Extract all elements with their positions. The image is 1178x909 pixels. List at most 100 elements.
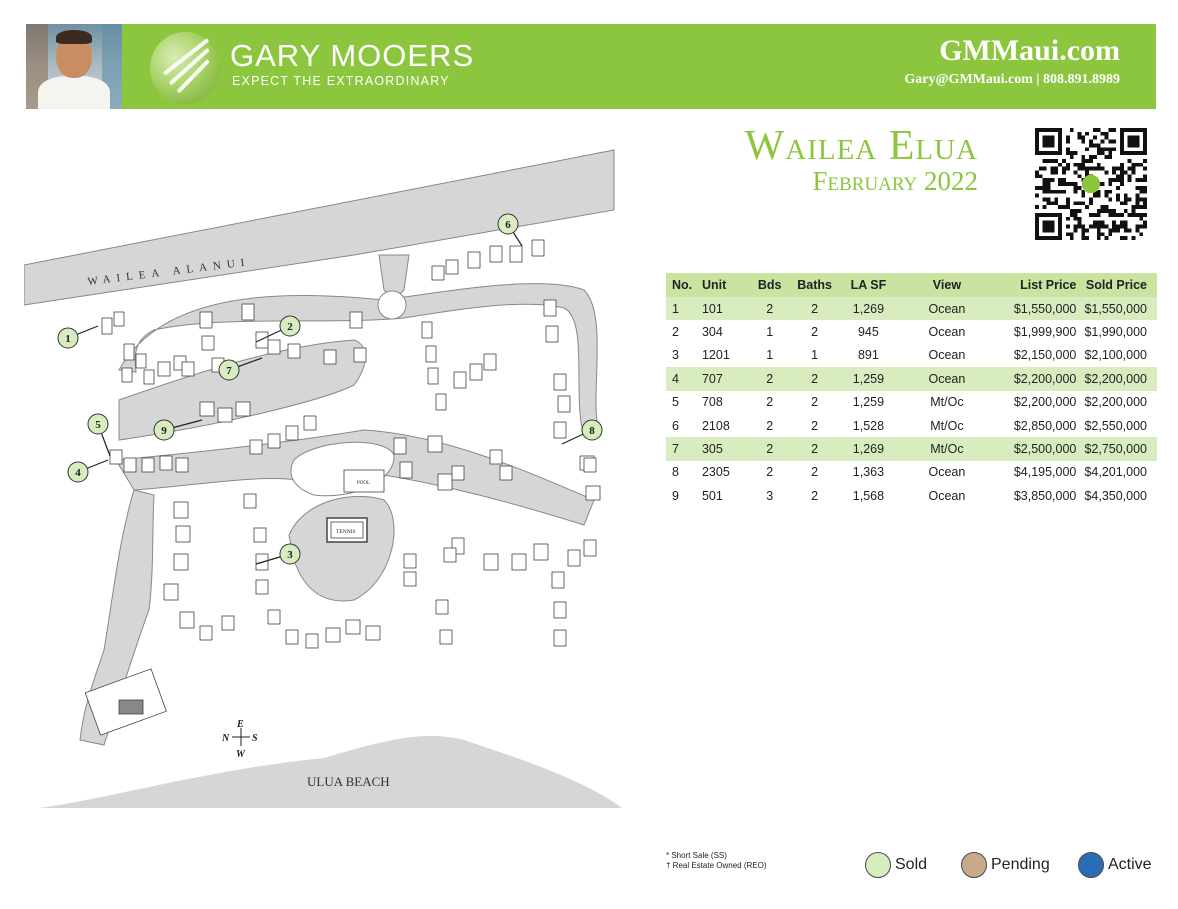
compass-icon: E N S W <box>221 719 258 760</box>
website-link[interactable]: GMMaui.com <box>939 34 1120 67</box>
map-marker-4[interactable]: 4 <box>67 459 109 483</box>
row-sold-price: $1,990,000 <box>1084 325 1147 340</box>
map-marker-5[interactable]: 5 <box>87 413 111 457</box>
row-baths: 2 <box>789 297 840 321</box>
row-la-sf: 1,269 <box>839 437 898 461</box>
row-bds: 2 <box>766 465 774 480</box>
row-la-sf: 1,568 <box>852 488 885 503</box>
compass-w: W <box>236 749 246 760</box>
row-list-price: $2,200,000 <box>996 367 1081 391</box>
map-marker-6[interactable]: 6 <box>497 213 523 247</box>
row-no: 9 <box>672 488 679 503</box>
note-reo: † Real Estate Owned (REO) <box>666 861 767 870</box>
row-unit: 708 <box>701 395 723 410</box>
row-no: 6 <box>672 418 679 433</box>
map-marker-7[interactable]: 7 <box>218 357 263 381</box>
col-sold-price: Sold Price <box>1080 273 1157 297</box>
legend-active-dot <box>1078 852 1104 878</box>
contact-info[interactable]: Gary@GMMaui.com | 808.891.8989 <box>904 72 1120 87</box>
row-sold-price: $2,550,000 <box>1084 418 1147 433</box>
row-view: Mt/Oc <box>897 437 997 461</box>
map-marker-label: 1 <box>65 333 71 345</box>
brand-tagline: EXPECT THE EXTRAORDINARY <box>232 74 450 88</box>
map-marker-3[interactable]: 3 <box>255 543 301 565</box>
row-list-price: $2,150,000 <box>1013 348 1077 363</box>
row-list-price: $2,500,000 <box>996 437 1081 461</box>
row-sold-price: $2,200,000 <box>1080 367 1157 391</box>
map-marker-label: 6 <box>505 219 511 231</box>
row-no: 5 <box>672 395 679 410</box>
row-baths: 2 <box>789 367 840 391</box>
row-bds: 2 <box>766 395 774 410</box>
map-marker-label: 4 <box>75 467 81 479</box>
row-unit: 101 <box>697 297 750 321</box>
legend-pending-label: Pending <box>991 856 1050 873</box>
row-no: 8 <box>672 465 679 480</box>
row-list-price: $4,195,000 <box>1013 465 1077 480</box>
row-la-sf: 1,259 <box>852 395 885 410</box>
internal-roads <box>79 254 600 746</box>
col-no: No. <box>666 273 698 297</box>
map-marker-1[interactable]: 1 <box>57 325 99 349</box>
row-list-price: $1,550,000 <box>996 297 1081 321</box>
row-baths: 2 <box>811 488 819 503</box>
row-sold-price: $2,100,000 <box>1084 348 1147 363</box>
map-marker-label: 7 <box>226 365 232 377</box>
community-map: WAILEA ALANUI POOL TENNIS ULUA BEACH E N… <box>24 149 622 808</box>
legend-sold-label: Sold <box>895 856 928 873</box>
row-view: Mt/Oc <box>930 418 964 433</box>
compass-n: N <box>221 733 230 744</box>
qr-code-icon[interactable] <box>1035 128 1147 240</box>
row-baths: 2 <box>811 325 819 340</box>
row-baths: 1 <box>811 348 819 363</box>
map-marker-label: 9 <box>161 425 167 437</box>
row-bds: 2 <box>749 297 790 321</box>
row-baths: 2 <box>811 465 819 480</box>
row-view: Mt/Oc <box>930 395 964 410</box>
row-sold-price: $2,200,000 <box>1084 395 1147 410</box>
row-no: 4 <box>666 367 698 391</box>
tennis-label: TENNIS <box>336 529 356 535</box>
row-bds: 1 <box>766 325 774 340</box>
col-la-sf: LA SF <box>839 273 898 297</box>
row-view: Ocean <box>928 348 966 363</box>
row-unit: 501 <box>701 488 723 503</box>
row-la-sf: 1,259 <box>839 367 898 391</box>
row-la-sf: 1,528 <box>852 418 885 433</box>
note-short-sale: * Short Sale (SS) <box>666 851 727 860</box>
row-bds: 2 <box>766 418 774 433</box>
row-la-sf: 891 <box>857 348 879 363</box>
row-unit: 2305 <box>701 465 730 480</box>
map-marker-label: 8 <box>589 425 595 437</box>
row-unit: 707 <box>697 367 750 391</box>
map-marker-2[interactable]: 2 <box>255 315 301 343</box>
map-marker-9[interactable]: 9 <box>153 419 203 441</box>
map-marker-8[interactable]: 8 <box>561 419 603 445</box>
footnotes: * Short Sale (SS) † Real Estate Owned (R… <box>666 851 766 871</box>
row-unit: 1201 <box>701 348 730 363</box>
row-sold-price: $2,750,000 <box>1080 437 1157 461</box>
compass-s: S <box>252 733 258 744</box>
col-unit: Unit <box>697 273 750 297</box>
pool-label: POOL <box>357 481 370 486</box>
row-list-price: $3,850,000 <box>1013 488 1077 503</box>
row-unit: 305 <box>697 437 750 461</box>
row-list-price: $2,850,000 <box>1013 418 1077 433</box>
sales-table: No. Unit Bds Baths LA SF View List Price… <box>666 273 1157 508</box>
row-unit: 2108 <box>701 418 730 433</box>
row-bds: 2 <box>749 437 790 461</box>
row-la-sf: 1,363 <box>852 465 885 480</box>
building-footprints <box>101 239 601 649</box>
row-view: Ocean <box>897 367 997 391</box>
row-unit: 304 <box>701 325 723 340</box>
row-baths: 2 <box>789 437 840 461</box>
map-marker-label: 2 <box>287 321 293 333</box>
